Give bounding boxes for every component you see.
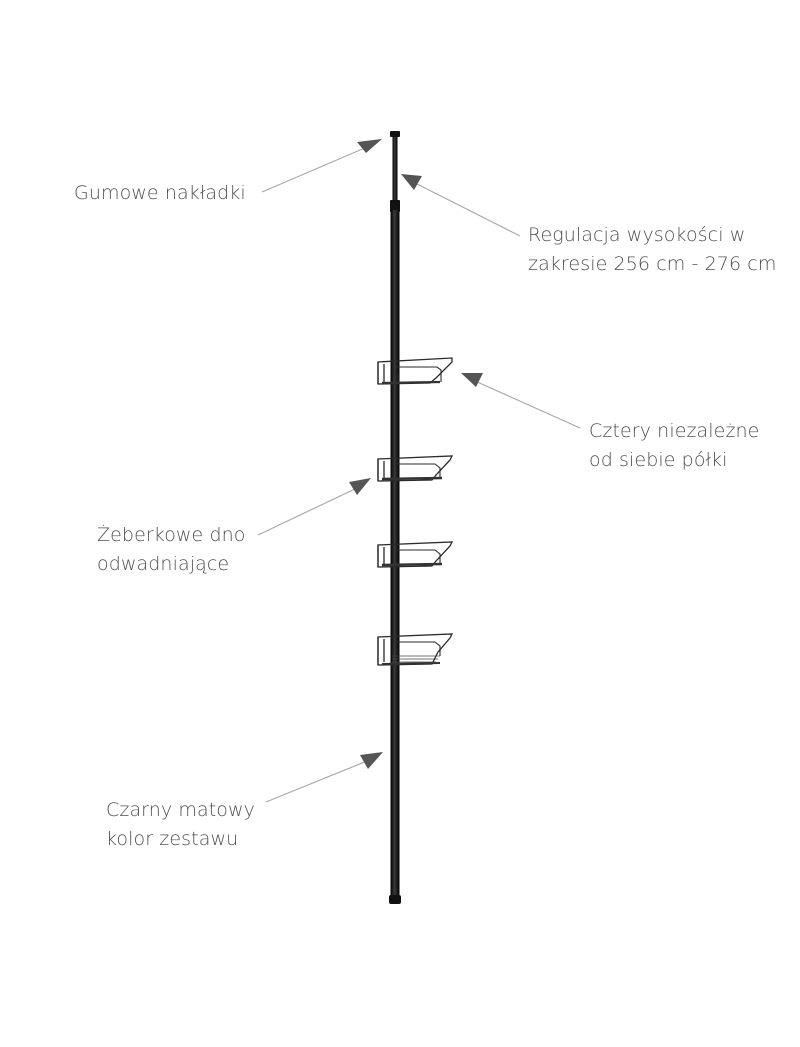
arrowhead-icon bbox=[461, 373, 483, 387]
arrowhead-icon bbox=[349, 478, 371, 495]
callout-line: Cztery niezależne bbox=[589, 420, 760, 442]
callout-line: Regulacja wysokości w bbox=[528, 224, 746, 246]
callout-line: zakresie 256 cm - 276 cm bbox=[528, 253, 777, 275]
shelf-3 bbox=[377, 541, 454, 568]
callout-cztery-polki: Cztery niezależne od siebie półki bbox=[589, 417, 759, 475]
callout-zeberkowe-dno: Żeberkowe dno odwadniające bbox=[97, 521, 246, 579]
shelf-2 bbox=[377, 455, 454, 482]
shelf-1 bbox=[377, 357, 453, 385]
callout-regulacja-wysokosci: Regulacja wysokości w zakresie 256 cm - … bbox=[528, 221, 776, 279]
callout-line: Czarny matowy bbox=[106, 799, 255, 821]
leader-zeberkowe-dno bbox=[257, 478, 371, 536]
callout-line: Żeberkowe dno bbox=[97, 524, 246, 546]
callout-line: od siebie półki bbox=[589, 449, 728, 471]
leader-cztery-polki bbox=[461, 373, 581, 429]
pole-upper-section bbox=[392, 137, 398, 203]
callout-gumowe-nakladki: Gumowe nakładki bbox=[74, 179, 246, 208]
callout-line: odwadniające bbox=[97, 553, 230, 575]
arrowhead-icon bbox=[360, 752, 383, 769]
leader-czarny-matowy bbox=[265, 752, 383, 803]
arrowhead-icon bbox=[357, 139, 382, 153]
tension-pole bbox=[389, 131, 401, 904]
pole-collar bbox=[390, 200, 400, 212]
callout-line: Gumowe nakładki bbox=[74, 182, 246, 204]
shelf-4 bbox=[377, 633, 454, 666]
leader-regulacja bbox=[401, 174, 521, 237]
callout-czarny-matowy: Czarny matowy kolor zestawu bbox=[106, 796, 255, 854]
arrowhead-icon bbox=[401, 174, 422, 190]
top-rubber-cap bbox=[390, 131, 400, 137]
bottom-rubber-cap bbox=[389, 895, 401, 904]
leader-gumowe-naklakdi bbox=[261, 139, 382, 193]
callout-line: kolor zestawu bbox=[106, 828, 239, 850]
pole-lower-section bbox=[390, 210, 400, 898]
